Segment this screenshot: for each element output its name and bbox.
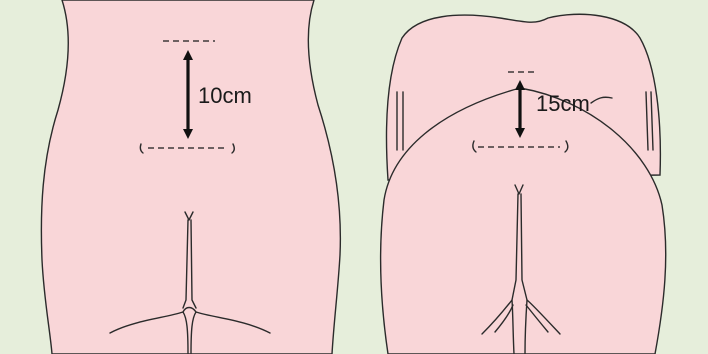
obese-back-figure: 15cm [381, 14, 666, 354]
normal-back-body [41, 0, 340, 354]
normal-back-figure: 10cm [41, 0, 340, 354]
normal-back-measure-label: 10cm [198, 83, 252, 108]
obese-back-measure-label: 15cm [536, 91, 590, 116]
